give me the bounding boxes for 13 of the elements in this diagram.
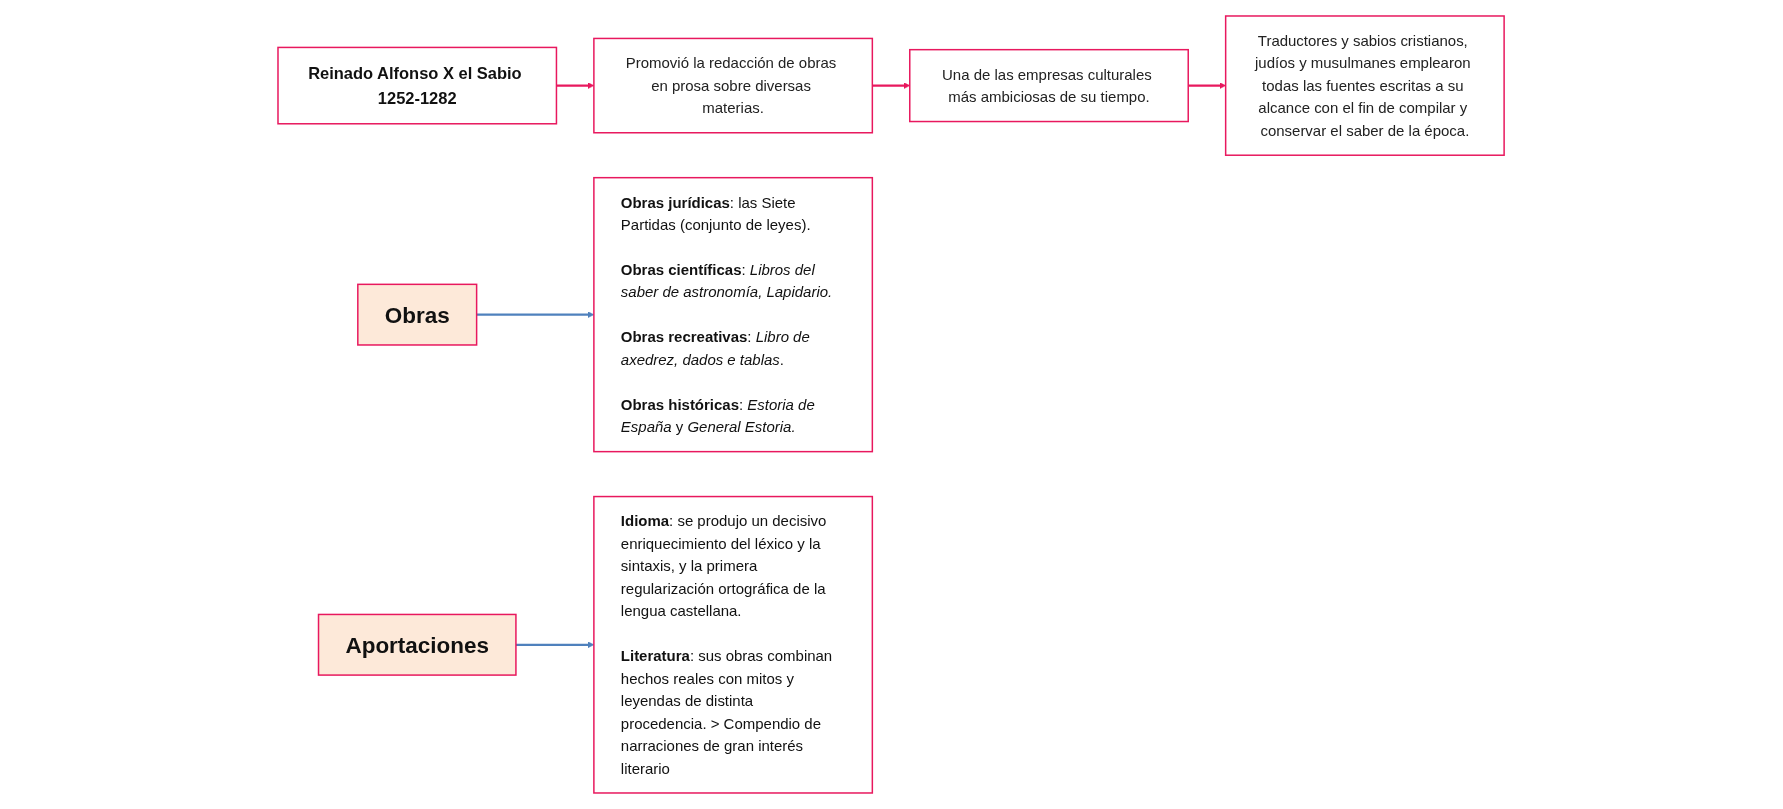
arrow <box>477 311 595 318</box>
node-box: Reinado Alfonso X el Sabio 1252-1282 <box>277 46 558 125</box>
node-box: Obras jurídicas: las Siete Partidas (conjunto de leyes). Obras científicas: Libros del saber de astronomía, Lapidario. Obras recreativas: Libro de axedrez, dados e tablas. Obras históricas: Estoria de España y General Estoria. <box>593 176 874 453</box>
node-box: Aportaciones <box>318 613 518 676</box>
arrow <box>516 641 595 649</box>
arrow <box>556 82 595 89</box>
arrow <box>872 82 911 89</box>
node-box: Una de las empresas culturales más ambiciosas de su tiempo. <box>909 48 1190 123</box>
node-box: Promovió la redacción de obras en prosa sobre diversas materias. <box>593 37 874 134</box>
node-box: Traductores y sabios cristianos, judíos y musulmanes emplearon todas las fuentes escritas a su alcance con el fin de compilar y conservar el saber de la época. <box>1225 15 1506 156</box>
arrow <box>1188 82 1227 89</box>
node-box: Obras <box>357 283 478 346</box>
node-box: Idioma: se produjo un decisivo enriquecimiento del léxico y la sintaxis, y la primera regularización ortográfica de la lengua castellana. Literatura: sus obras combinan hechos reales con mitos y leyendas de distinta procedencia. > Compendio de narraciones de gran interés literario <box>593 495 874 794</box>
